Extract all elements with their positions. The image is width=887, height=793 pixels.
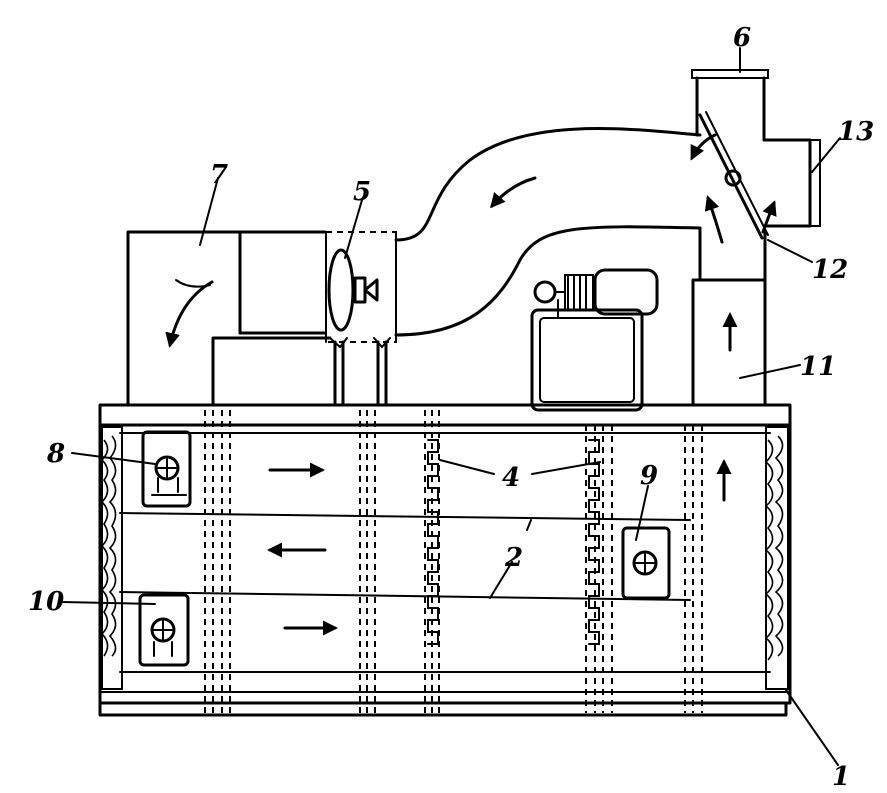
- fan-5: [325, 231, 397, 407]
- motor: [530, 268, 659, 412]
- door-8: [141, 430, 192, 508]
- chamber-partitions: [204, 410, 703, 713]
- housing-7: [126, 230, 332, 407]
- drying-chamber: [98, 403, 792, 717]
- label-2: 2: [504, 543, 523, 573]
- chamber-flow-arrows: [267, 459, 732, 636]
- label-4: 4: [502, 463, 520, 493]
- label-11: 11: [800, 352, 836, 382]
- door-10: [138, 593, 190, 667]
- part-labels: 6 7 5 13 12 11 8 9 4 2 10 1: [28, 23, 874, 792]
- leader-lines: [61, 47, 841, 766]
- insulation-wall-left: [100, 426, 123, 690]
- label-9: 9: [640, 461, 658, 491]
- label-8: 8: [46, 439, 65, 469]
- column-11: [691, 226, 767, 407]
- door-9: [621, 526, 671, 600]
- label-13: 13: [838, 117, 874, 147]
- label-12: 12: [812, 255, 848, 285]
- insulation-wall-right: [764, 426, 789, 690]
- air-duct: [394, 127, 702, 337]
- hood-flow-arrows: [690, 133, 777, 352]
- heater-4: [427, 439, 600, 645]
- duct-arrow: [490, 176, 537, 209]
- hood-6: [691, 69, 821, 228]
- housing-7-arrow: [165, 280, 214, 348]
- label-5: 5: [353, 177, 371, 207]
- label-1: 1: [832, 762, 850, 792]
- label-7: 7: [210, 160, 228, 190]
- label-6: 6: [733, 23, 751, 53]
- damper-12: [698, 111, 769, 240]
- label-10: 10: [28, 587, 64, 617]
